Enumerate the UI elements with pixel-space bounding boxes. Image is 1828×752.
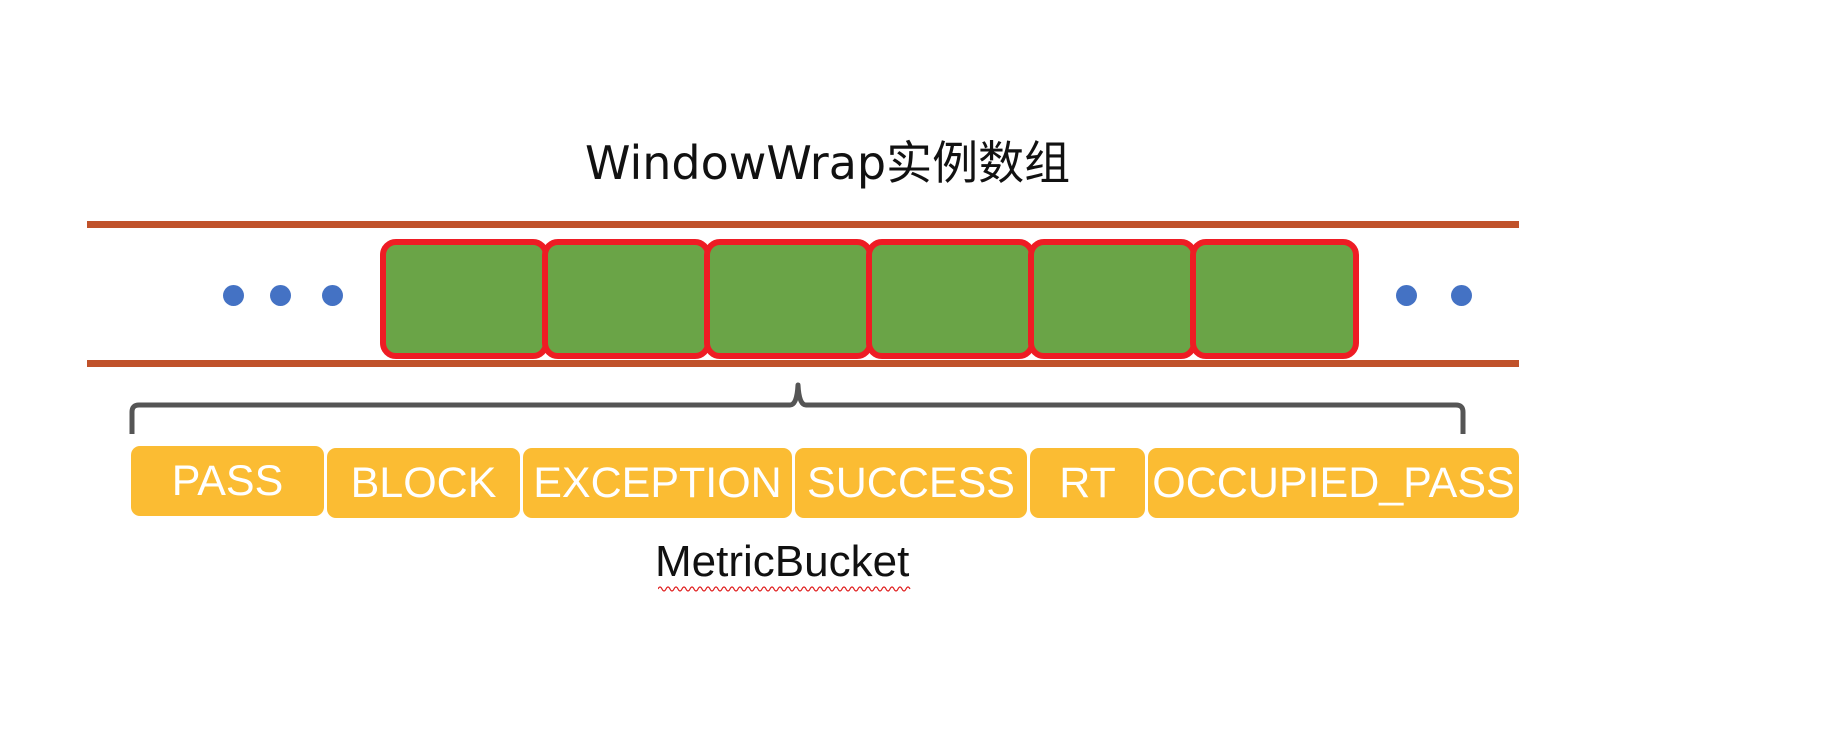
window-wrap-slot xyxy=(866,239,1035,359)
spellcheck-squiggle xyxy=(658,586,911,592)
ellipsis-dot-left xyxy=(223,285,244,306)
array-top-rail xyxy=(87,221,1519,228)
metric-field-exception: EXCEPTION xyxy=(523,448,792,518)
window-wrap-slot xyxy=(704,239,873,359)
ellipsis-dot-left xyxy=(270,285,291,306)
window-wrap-slot xyxy=(380,239,549,359)
array-title: WindowWrap实例数组 xyxy=(585,136,1071,190)
metric-bucket-label: MetricBucket xyxy=(655,537,910,586)
window-wrap-slot xyxy=(1190,239,1359,359)
ellipsis-dot-right xyxy=(1451,285,1472,306)
metric-field-block: BLOCK xyxy=(327,448,520,518)
metric-field-success: SUCCESS xyxy=(795,448,1027,518)
metric-field-pass: PASS xyxy=(131,446,324,516)
ellipsis-dot-left xyxy=(322,285,343,306)
metric-field-occupied-pass: OCCUPIED_PASS xyxy=(1148,448,1519,518)
array-bottom-rail xyxy=(87,360,1519,367)
ellipsis-dot-right xyxy=(1396,285,1417,306)
metric-field-rt: RT xyxy=(1030,448,1145,518)
